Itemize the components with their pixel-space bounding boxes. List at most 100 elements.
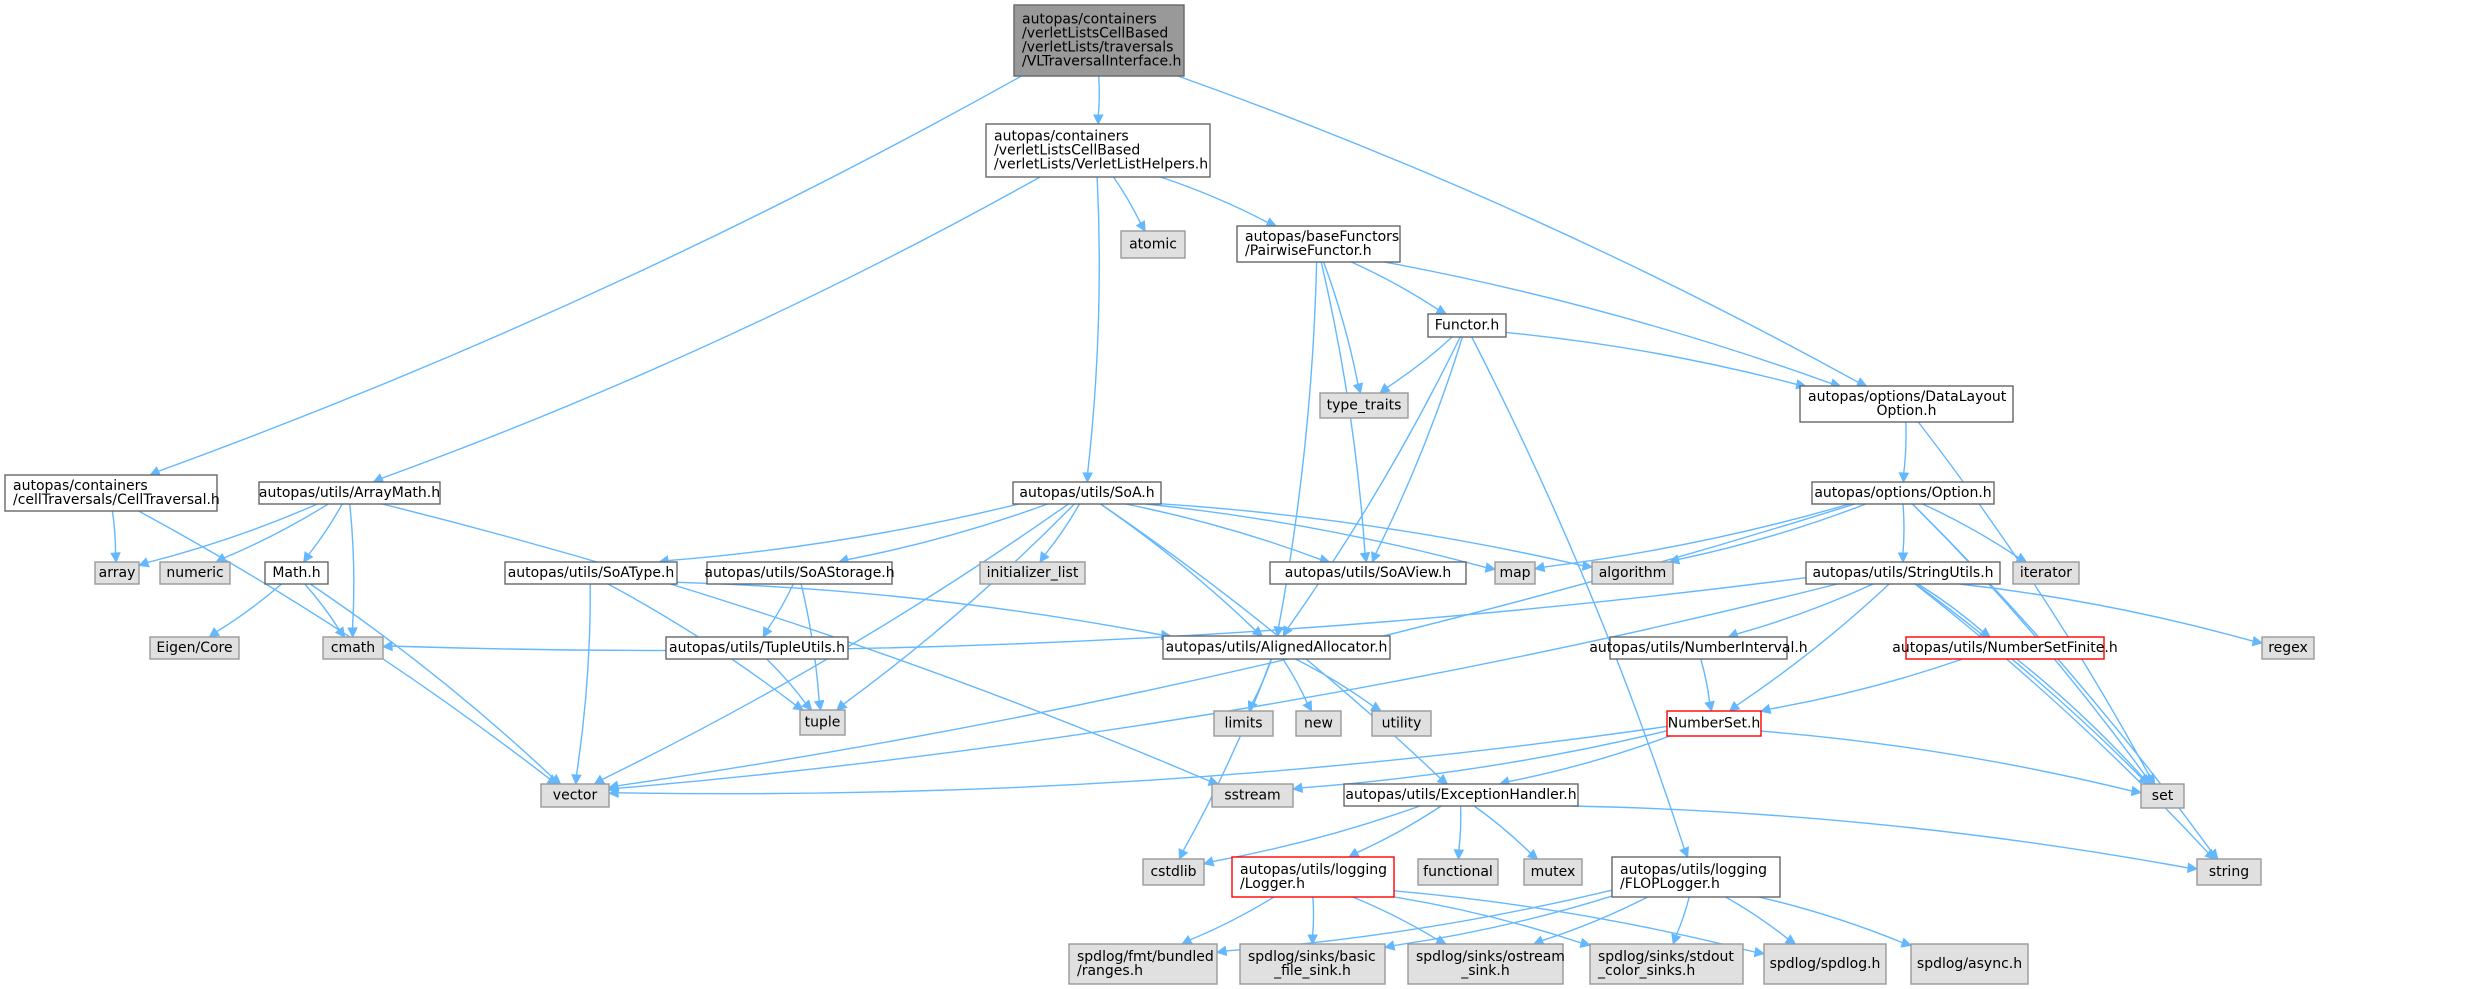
- node-vlti[interactable]: autopas/containers/verletListsCellBased/…: [1013, 4, 1185, 77]
- node-math[interactable]: Math.h: [264, 561, 329, 585]
- edge-line: [1471, 336, 1685, 849]
- node-label-line: initializer_list: [987, 565, 1079, 581]
- edge-arrowhead: [1753, 946, 1766, 958]
- edge-arraymath-to-numeric: [215, 503, 329, 563]
- node-label-line: /FLOPLogger.h: [1620, 876, 1720, 892]
- node-soatype[interactable]: autopas/utils/SoAType.h: [504, 561, 678, 585]
- node-arraymath[interactable]: autopas/utils/ArrayMath.h: [258, 481, 441, 505]
- edge-arrowhead: [334, 626, 346, 638]
- node-label-line: regex: [2268, 640, 2308, 656]
- node-box: [1269, 561, 1467, 585]
- edge-line: [1393, 895, 1613, 947]
- node-label-line: tuple: [805, 715, 841, 731]
- node-label-line: spdlog/sinks/basic: [1248, 949, 1376, 965]
- edge-line: [1352, 896, 1439, 941]
- node-tupleutils[interactable]: autopas/utils/TupleUtils.h: [665, 636, 849, 660]
- node-box: [1407, 943, 1564, 985]
- node-logger[interactable]: autopas/utils/logging/Logger.h: [1231, 856, 1395, 898]
- edge-aligned-to-cstdlib: [1178, 658, 1272, 861]
- edge-soa-to-aligned: [1100, 503, 1264, 637]
- edge-numberset-to-sstream: [1291, 730, 1668, 793]
- node-vlh[interactable]: autopas/containers/verletListsCellBased/…: [985, 123, 1211, 178]
- node-box: [1811, 481, 1995, 505]
- node-box: [1417, 858, 1499, 886]
- edge-line: [216, 583, 282, 633]
- node-mutex: mutex: [1523, 858, 1583, 886]
- edge-ct-to-array: [110, 510, 121, 564]
- edge-arrowhead: [1784, 934, 1797, 945]
- edge-soastorage-to-tupleutils: [762, 583, 794, 638]
- edge-vlh-to-atomic: [1112, 176, 1146, 232]
- edge-line: [1917, 421, 2151, 777]
- edge-pf-to-functor: [1351, 261, 1448, 315]
- node-label-line: mutex: [1531, 864, 1576, 880]
- node-stringutils[interactable]: autopas/utils/StringUtils.h: [1805, 561, 2001, 585]
- nodes-layer: autopas/containers/verletListsCellBased/…: [4, 4, 2315, 985]
- edge-line: [1351, 261, 1439, 311]
- node-async: spdlog/async.h: [1910, 943, 2029, 985]
- edge-math-to-eigen: [208, 583, 282, 638]
- edge-arrowhead: [1526, 848, 1539, 860]
- edge-numsetfinite-to-numberset: [1759, 658, 1963, 715]
- edge-line: [1287, 336, 1461, 629]
- node-box: [1012, 481, 1162, 505]
- edge-arrowhead: [1282, 625, 1293, 637]
- node-numsetfinite[interactable]: autopas/utils/NumberSetFinite.h: [1892, 636, 2118, 660]
- edge-line: [1282, 658, 1308, 704]
- node-box: [504, 561, 678, 585]
- edge-arrowhead: [1484, 562, 1497, 573]
- node-soastorage[interactable]: autopas/utils/SoAStorage.h: [704, 561, 895, 585]
- node-numinterval[interactable]: autopas/utils/NumberInterval.h: [1589, 636, 1808, 660]
- node-exhandler[interactable]: autopas/utils/ExceptionHandler.h: [1343, 783, 1579, 807]
- node-label-line: numeric: [166, 565, 223, 581]
- edge-arrowhead: [1202, 856, 1215, 867]
- node-soaview[interactable]: autopas/utils/SoAView.h: [1269, 561, 1467, 585]
- edge-arrowhead: [1215, 945, 1228, 957]
- node-aligned[interactable]: autopas/utils/AlignedAllocator.h: [1162, 635, 1391, 660]
- edge-numsetfinite-to-set: [2016, 658, 2151, 785]
- node-option[interactable]: autopas/options/Option.h: [1811, 481, 1995, 505]
- edge-arrowhead: [1979, 627, 1991, 638]
- edge-line: [1182, 658, 1272, 852]
- edge-stringutils-to-cmath: [381, 576, 1807, 652]
- node-box: [1162, 635, 1391, 660]
- node-floplogger[interactable]: autopas/utils/logging/FLOPLogger.h: [1611, 856, 1781, 898]
- edge-logger-to-stdout: [1393, 896, 1592, 949]
- node-box: [1427, 313, 1507, 338]
- edge-arrowhead: [1178, 848, 1189, 861]
- edge-logger-to-basicfile: [1307, 896, 1318, 946]
- edge-line: [309, 583, 555, 779]
- node-basicfile: spdlog/sinks/basic_file_sink.h: [1239, 943, 1386, 985]
- edge-arrowhead: [1348, 847, 1360, 858]
- edge-line: [1386, 336, 1453, 389]
- edge-math-to-vector: [309, 583, 562, 785]
- edge-arrowhead: [149, 466, 162, 476]
- node-ostream: spdlog/sinks/ostream_sink.h: [1407, 943, 1565, 985]
- edge-line: [1086, 176, 1100, 474]
- edge-arraymath-to-cmath: [347, 503, 358, 639]
- node-label-line: autopas/utils/SoA.h: [1019, 485, 1154, 501]
- node-box: [1805, 561, 2001, 585]
- node-label-line: spdlog/sinks/ostream: [1416, 949, 1565, 965]
- edge-line: [1160, 176, 1269, 224]
- edge-arrowhead: [1533, 561, 1546, 573]
- edge-line: [1212, 805, 1421, 863]
- node-ct[interactable]: autopas/containers/cellTraversals/CellTr…: [4, 474, 220, 512]
- edge-line: [1915, 583, 2143, 779]
- node-soa[interactable]: autopas/utils/SoA.h: [1012, 481, 1162, 505]
- node-pf[interactable]: autopas/baseFunctors/PairwiseFunctor.h: [1236, 225, 1401, 263]
- node-functor[interactable]: Functor.h: [1427, 313, 1507, 338]
- node-label-line: atomic: [1129, 237, 1177, 253]
- node-numberset[interactable]: NumberSet.h: [1666, 710, 1762, 737]
- edge-line: [1508, 735, 1671, 783]
- edge-arrowhead: [1671, 933, 1682, 946]
- edge-arrowhead: [1704, 700, 1715, 713]
- edge-option-to-algorithm: [1668, 503, 1867, 565]
- edge-stringutils-to-string: [1914, 583, 2216, 860]
- node-box: [2261, 636, 2315, 660]
- node-cstdlib: cstdlib: [1142, 858, 1205, 886]
- node-label-line: spdlog/fmt/bundled: [1077, 949, 1214, 965]
- node-box: [322, 636, 384, 660]
- edge-line: [2016, 658, 2144, 779]
